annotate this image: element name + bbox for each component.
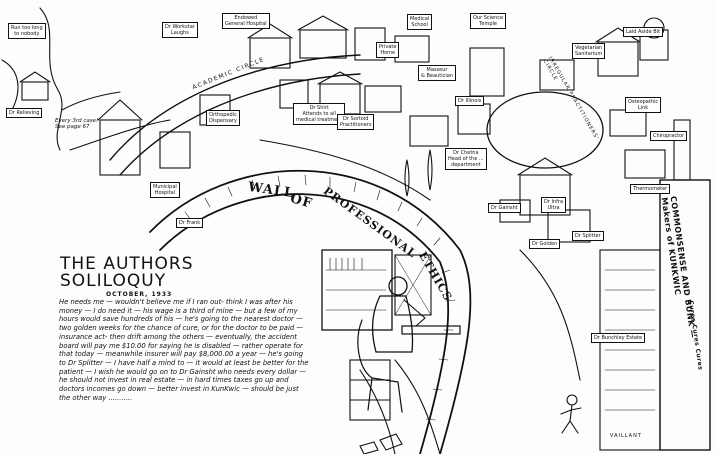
- dr-illinois-tag: Dr Illinois: [455, 96, 485, 106]
- orthopedic-tag: Orthopedic Dispensary: [206, 110, 240, 126]
- private-home-tag: Private Home: [376, 42, 400, 58]
- osteopathic-tag: Osteopathic Link: [625, 97, 662, 113]
- dr-workstar-tag: Dr Workstar Laughs: [162, 22, 198, 38]
- municipal-hospital-tag: Municipal Hospital: [150, 182, 180, 198]
- dr-frank-tag: Dr Frank: [176, 218, 204, 228]
- soliloquy-text: He needs me — wouldn't believe me if I r…: [59, 298, 309, 402]
- run-too-long-tag: Run too long to nobody: [8, 23, 46, 39]
- dr-sortoid-tag: Dr Sortoid Practitioners: [337, 114, 375, 130]
- dr-gainsht-tag: Dr Gainsht: [488, 203, 521, 213]
- footnote: Every 3rd case! See page 67: [55, 118, 99, 130]
- dr-infra-tag: Dr Infra Ultra: [541, 197, 567, 213]
- cartoon-date: OCTOBER, 1933: [106, 291, 173, 298]
- masseur-tag: Masseur & Beautician: [418, 65, 456, 81]
- endowed-hospital-tag: Endowed General Hospital: [222, 13, 270, 29]
- laid-aside-bit-tag: Laid Aside Bit: [623, 27, 664, 37]
- chiropractor-tag: Chiropractor: [650, 131, 688, 141]
- cartoon-title: THE AUTHORS SOLILOQUY: [60, 254, 194, 291]
- dr-relieving-tag: Dr Relieving: [6, 108, 43, 118]
- dr-splitter-tag: Dr Splitter: [572, 231, 604, 241]
- thermometer-tag: Thermometer: [630, 184, 671, 194]
- dr-bunchley-tag: Dr Bunchley Estate: [591, 333, 646, 343]
- dr-chetna-tag: Dr Chetna Head of the ... department: [445, 148, 487, 170]
- our-science-temple-tag: Our Science Temple: [470, 13, 507, 29]
- medical-school-tag: Medical School: [407, 14, 433, 30]
- dr-shirt-tag: Dr Shirt Attends to all medical treatmen…: [293, 103, 346, 125]
- artist-signature: VAILLANT: [610, 433, 642, 439]
- vegetarian-sanitarium-tag: Vegetarian Sanitarium: [572, 43, 606, 59]
- dr-golden-tag: Dr Golden: [529, 239, 561, 249]
